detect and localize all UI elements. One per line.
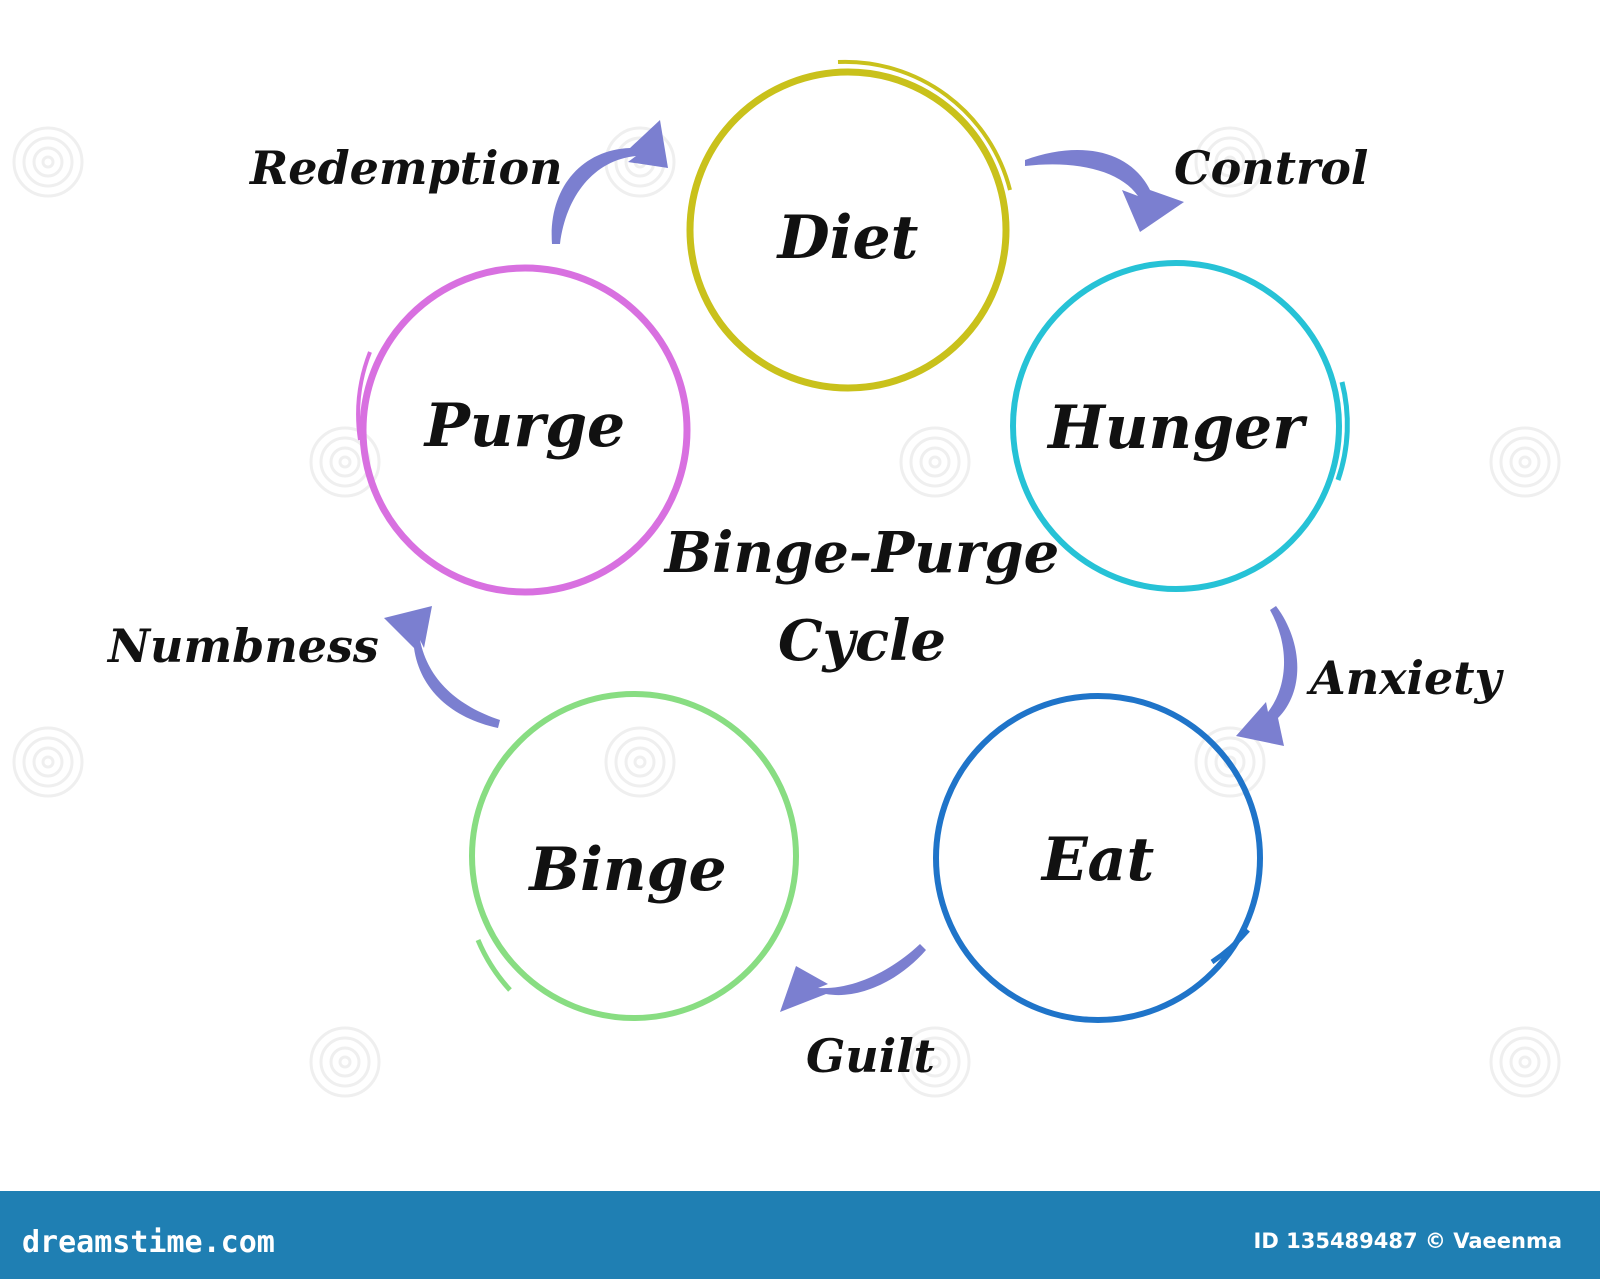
arrow-redemption	[551, 120, 668, 244]
node-eat-ring-tail	[1210, 928, 1250, 965]
node-hunger-ring-tail	[1335, 381, 1350, 481]
diagram-title-line2: Cycle	[778, 608, 946, 674]
node-purge-ring	[359, 264, 691, 596]
node-purge-label: Purge	[423, 391, 625, 461]
edge-label-anxiety: Anxiety	[1306, 651, 1505, 705]
node-eat: Eat	[933, 693, 1263, 1023]
footer-bar: dreamstime.com ID 135489487 © Vaeenma	[0, 1191, 1600, 1279]
arrow-redemption-shape	[551, 120, 668, 244]
node-diet-ring	[686, 68, 1010, 392]
node-binge-ring	[469, 691, 799, 1021]
node-eat-label: Eat	[1040, 825, 1155, 895]
edge-label-redemption: Redemption	[248, 141, 563, 195]
arrow-anxiety	[1236, 606, 1298, 746]
node-hunger-label: Hunger	[1046, 393, 1308, 463]
node-diet-ring-tail	[837, 59, 1012, 191]
node-hunger-ring	[1010, 260, 1342, 592]
node-diet-label: Diet	[776, 203, 919, 273]
arrow-guilt-shape	[780, 944, 926, 1012]
diagram-title-line1: Binge-Purge	[663, 520, 1059, 586]
node-eat-ring	[933, 693, 1263, 1023]
footer-image-id: ID 135489487 © Vaeenma	[1253, 1229, 1562, 1253]
node-diet: Diet	[686, 59, 1012, 392]
arrow-control-shape	[1025, 150, 1184, 232]
arrow-control	[1025, 150, 1184, 232]
node-binge-ring-tail	[475, 939, 512, 992]
node-binge-label: Binge	[527, 835, 726, 905]
arrow-numbness	[384, 606, 500, 728]
edge-label-numbness: Numbness	[106, 619, 379, 673]
footer-brand-logo[interactable]: dreamstime.com	[22, 1225, 275, 1260]
cycle-diagram: Diet Hunger Eat Binge Purge	[12, 59, 1561, 1098]
arrow-numbness-shape	[384, 606, 500, 728]
arrow-guilt	[780, 944, 926, 1012]
edge-label-guilt: Guilt	[806, 1029, 935, 1083]
node-binge: Binge	[469, 691, 799, 1021]
node-hunger: Hunger	[1010, 260, 1350, 592]
arrow-anxiety-shape	[1236, 606, 1298, 746]
node-purge-ring-tail	[356, 351, 372, 441]
edge-label-control: Control	[1174, 141, 1368, 195]
node-purge: Purge	[356, 264, 691, 596]
